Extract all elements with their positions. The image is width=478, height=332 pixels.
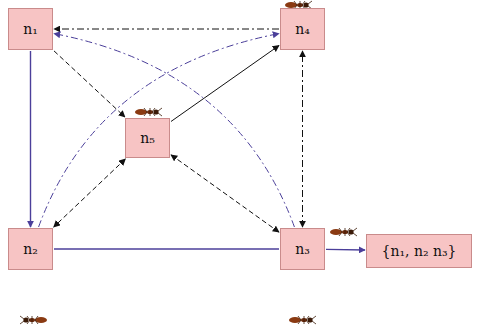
node-label: n₄ (295, 21, 310, 38)
connector-arrow (54, 248, 279, 249)
node-label: {n₁, n₂ n₃} (381, 243, 456, 260)
node-label: n₁ (23, 21, 38, 38)
connector-arrow (54, 159, 126, 227)
node-label: n₂ (23, 241, 38, 258)
node-label: n₅ (140, 130, 155, 147)
connector-arrow (326, 249, 365, 251)
connector-arrow (54, 29, 279, 30)
connector-arrow (171, 155, 279, 232)
connector-arrow (171, 46, 279, 122)
graph-node-box: n₃ (280, 228, 325, 270)
result-box: {n₁, n₂ n₃} (366, 234, 472, 268)
graph-node-box: n₁ (8, 8, 53, 50)
node-label: n₃ (295, 241, 310, 258)
ant (135, 108, 162, 116)
connector-arrow (54, 51, 125, 117)
graph-node-box: n₂ (8, 228, 53, 270)
graph-node-box: n₄ (280, 8, 325, 50)
connector-arrow (54, 34, 294, 227)
graph-node-box: n₅ (125, 118, 170, 158)
connector-arrow (30, 51, 31, 227)
connector-arrow (302, 51, 303, 227)
ant (330, 228, 357, 236)
connector-arrow (39, 34, 279, 227)
ant (20, 316, 47, 324)
ant (289, 316, 316, 324)
